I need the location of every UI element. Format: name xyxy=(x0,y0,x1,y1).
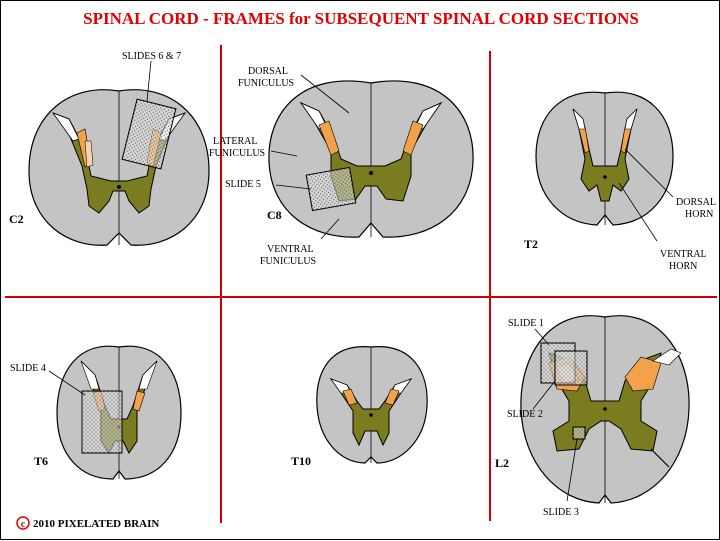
level-t6: T6 xyxy=(34,454,48,468)
t2-ventral-horn-leader xyxy=(618,182,658,242)
c8-dorsal-funiculus-leader xyxy=(300,74,350,114)
level-c2: C2 xyxy=(9,212,24,226)
t6-slide-4-frame xyxy=(81,390,123,454)
t10-white-matter xyxy=(316,346,428,464)
label-slide-2: SLIDE 2 xyxy=(507,409,543,420)
c8-slide-5-frame xyxy=(305,166,357,212)
c2-left-substantia-gelatinosa xyxy=(84,140,94,168)
level-l2: L2 xyxy=(495,456,509,470)
label-dorsal-funiculus-1: DORSAL xyxy=(248,66,288,77)
t6-left-root-entry xyxy=(80,360,100,390)
label-dorsal-horn-2: HORN xyxy=(685,209,713,220)
t10-left-dorsal-horn-tip xyxy=(342,388,358,406)
c2-central-canal xyxy=(117,185,121,189)
copyright-text: 2010 PIXELATED BRAIN xyxy=(33,518,159,530)
t2-white-matter xyxy=(535,91,674,226)
level-c8: C8 xyxy=(267,208,282,222)
copyright-icon xyxy=(16,516,30,530)
c2-slides-6-7-frame xyxy=(121,98,177,170)
copyright-symbol: c xyxy=(21,519,26,530)
l2-right-root-entry xyxy=(652,348,682,366)
t2-right-root-entry xyxy=(624,108,638,130)
t2-left-root-entry xyxy=(572,108,586,130)
level-t10: T10 xyxy=(291,454,311,468)
section-t6: SLIDE 4 T6 xyxy=(10,345,182,480)
section-t10: T10 xyxy=(291,346,428,468)
t6-right-dorsal-horn-tip xyxy=(132,390,146,412)
c2-slides-6-7-leader xyxy=(146,60,152,102)
l2-right-dorsal-horn-tip xyxy=(624,356,662,392)
t2-central-canal xyxy=(603,175,607,179)
l2-central-canal xyxy=(603,407,607,411)
label-ventral-funiculus-2: FUNICULUS xyxy=(260,256,316,267)
t6-right-root-entry xyxy=(138,360,158,390)
label-ventral-horn-1: VENTRAL xyxy=(660,249,707,260)
l2-slide-2-frame xyxy=(554,350,588,386)
t2-gray-matter xyxy=(572,108,638,202)
c8-right-dorsal-horn-tip xyxy=(402,120,424,156)
label-ventral-horn-2: HORN xyxy=(669,261,697,272)
label-lateral-funiculus-2: FUNICULUS xyxy=(209,148,265,159)
t6-slide-4-leader xyxy=(48,370,86,396)
label-ventral-funiculus-1: VENTRAL xyxy=(267,244,314,255)
section-c2: SLIDES 6 & 7 C2 xyxy=(9,51,210,246)
t10-right-dorsal-horn-tip xyxy=(384,388,400,406)
l2-slide-3-leader xyxy=(566,438,578,502)
c8-central-canal xyxy=(369,171,373,175)
c8-slide-5-leader xyxy=(275,184,312,190)
t10-central-canal xyxy=(369,413,373,417)
section-t2: DORSAL HORN VENTRAL HORN T2 xyxy=(524,91,716,272)
label-lateral-funiculus-1: LATERAL xyxy=(213,136,257,147)
grid-lines xyxy=(5,45,717,523)
l2-slide-2-leader xyxy=(532,380,556,410)
label-slide-5: SLIDE 5 xyxy=(225,179,261,190)
l2-slide-3-frame xyxy=(572,426,586,440)
c8-ventral-funiculus-leader xyxy=(320,218,340,240)
c8-left-dorsal-horn-tip xyxy=(318,120,340,156)
section-c8: DORSAL FUNICULUS LATERAL FUNICULUS SLIDE… xyxy=(209,66,474,267)
c8-lateral-funiculus-leader xyxy=(270,150,298,157)
label-dorsal-horn-1: DORSAL xyxy=(676,197,716,208)
l2-ventral-root xyxy=(650,448,670,468)
l2-slide-1-leader xyxy=(534,328,550,346)
label-dorsal-funiculus-2: FUNICULUS xyxy=(238,78,294,89)
section-l2: SLIDE 1 SLIDE 2 SLIDE 3 L2 xyxy=(495,315,690,518)
label-slide-3: SLIDE 3 xyxy=(543,507,579,518)
level-t2: T2 xyxy=(524,237,538,251)
label-slide-1: SLIDE 1 xyxy=(508,318,544,329)
diagram-title: SPINAL CORD - FRAMES for SUBSEQUENT SPIN… xyxy=(83,9,639,28)
label-slide-4: SLIDE 4 xyxy=(10,363,46,374)
copyright: c 2010 PIXELATED BRAIN xyxy=(16,516,159,530)
label-slides-6-7: SLIDES 6 & 7 xyxy=(122,51,181,62)
t2-dorsal-horn-leader xyxy=(624,148,674,198)
